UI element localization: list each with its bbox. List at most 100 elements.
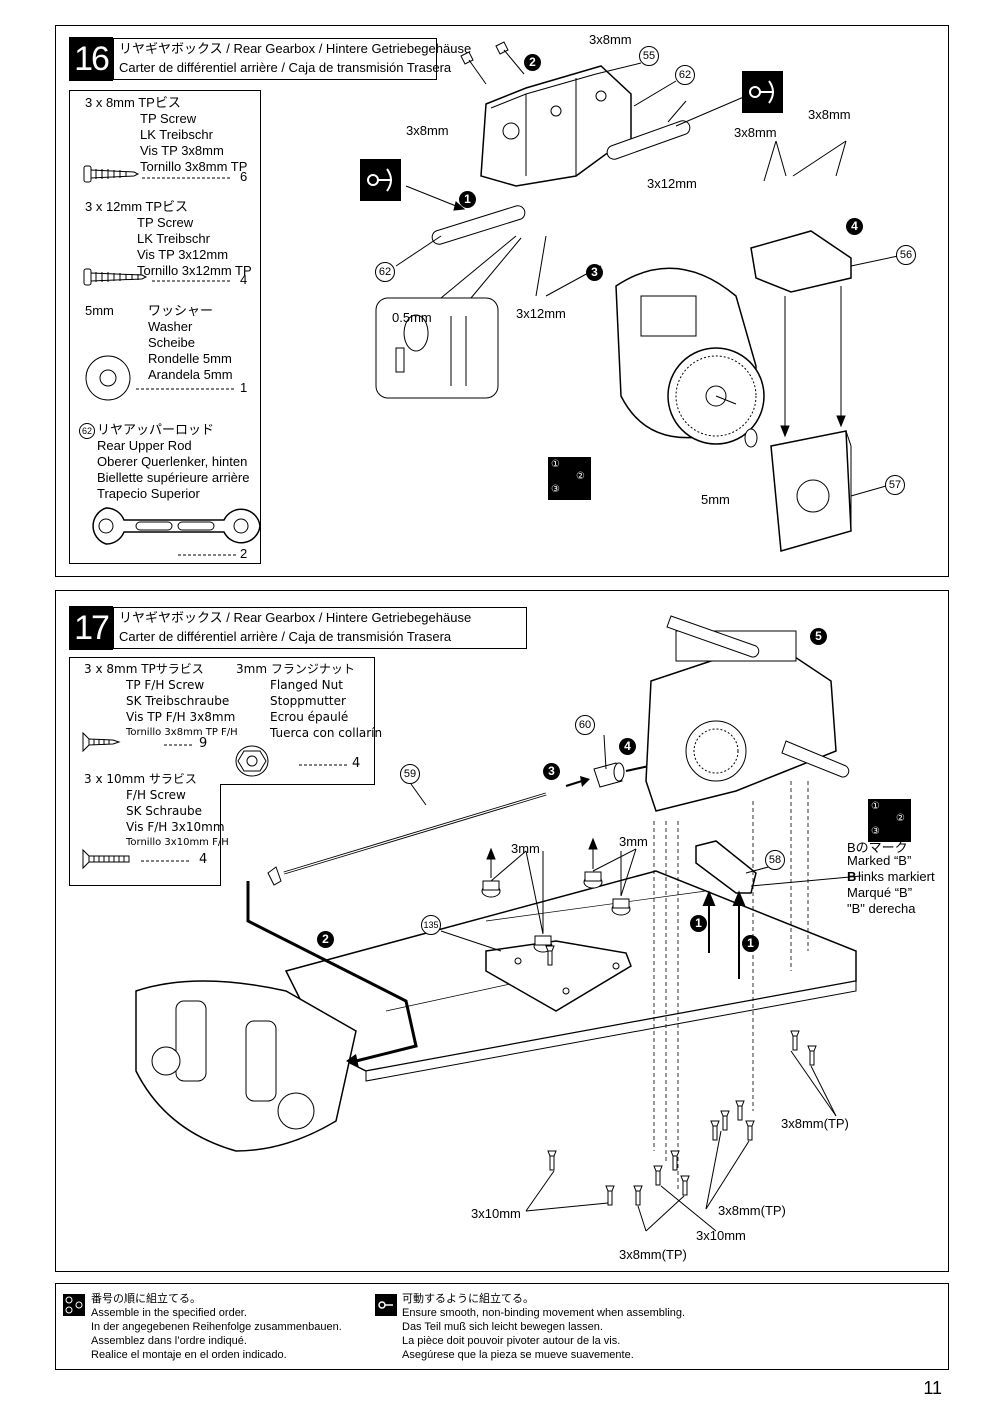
gearbox-assembly-drawing <box>375 41 899 552</box>
step-title: リヤギヤボックス / Rear Gearbox / Hintere Getrie… <box>113 38 472 80</box>
nut-size-label: 3mm <box>619 834 648 849</box>
sequence-number: 3 <box>586 264 603 281</box>
screw-size-label: 3x10mm <box>471 1206 521 1221</box>
part-desc: Oberer Querlenker, hinten <box>97 454 248 469</box>
screw-size-label: 3x12mm <box>516 306 566 321</box>
part-desc: Flanged Nut <box>270 678 343 692</box>
legend-text: Das Teil muß sich leicht bewegen lassen. <box>402 1321 603 1333</box>
parts-list-box <box>69 657 375 785</box>
pivot-icon <box>742 71 783 113</box>
part-desc: Vis TP F/H 3x8mm <box>126 710 236 724</box>
gap-label: 0.5mm <box>392 310 432 325</box>
part-desc: Scheibe <box>148 335 195 350</box>
step-16-panel: 16 リヤギヤボックス / Rear Gearbox / Hintere Get… <box>55 25 949 577</box>
part-name: 3mm フランジナット <box>236 662 355 676</box>
screw-size-label: 3x8mm <box>808 107 851 122</box>
legend-footer: 番号の順に組立てる。 Assemble in the specified ord… <box>55 1283 949 1370</box>
part-desc: SK Treibschraube <box>126 694 230 708</box>
parts-list-box: 3 x 8mm TPビス TP Screw LK Treibschr Vis T… <box>69 90 261 564</box>
sequence-number: 1 <box>459 191 476 208</box>
part-callout: 135 <box>421 915 441 935</box>
sequence-number: 2 <box>317 931 334 948</box>
part-callout: 62 <box>675 65 695 85</box>
part-desc: Rear Upper Rod <box>97 438 192 453</box>
part-desc: Biellette supérieure arrière <box>97 470 250 485</box>
part-desc: SK Schraube <box>126 804 203 818</box>
upper-rod-icon <box>92 507 261 545</box>
step-title: リヤギヤボックス / Rear Gearbox / Hintere Getrie… <box>113 607 527 649</box>
tp-screw-icon <box>83 268 148 286</box>
order-icon: ① ② ③ <box>868 799 911 842</box>
pivot-icon <box>360 159 401 201</box>
part-desc: Tornillo 3x12mm TP <box>137 263 252 278</box>
part-qty: 4 <box>240 272 248 287</box>
part-callout: 62 <box>375 262 395 282</box>
part-name: 3 x 10mm サラビス <box>84 772 197 786</box>
screw-size-label: 3x8mm(TP) <box>718 1203 786 1218</box>
part-desc: Vis TP 3x12mm <box>137 247 229 262</box>
legend-text: 番号の順に組立てる。 <box>91 1293 201 1305</box>
part-name: 3 x 12mm TPビス <box>85 199 189 214</box>
part-qty: 9 <box>199 736 208 751</box>
legend-text: La pièce doit pouvoir pivoter autour de … <box>402 1335 621 1347</box>
washer-label: 5mm <box>701 492 730 507</box>
part-desc: Rondelle 5mm <box>148 351 232 366</box>
screw-size-label: 3x8mm <box>734 125 777 140</box>
part-callout: 60 <box>575 715 595 735</box>
part-desc: TP Screw <box>140 111 197 126</box>
part-desc: F/H Screw <box>126 788 186 802</box>
part-desc: Vis F/H 3x10mm <box>126 820 225 834</box>
screw-size-label: 3x8mm(TP) <box>781 1116 849 1131</box>
part-callout: 57 <box>885 475 905 495</box>
legend-text: In der angegebenen Reihenfolge zusammenb… <box>91 1321 342 1333</box>
order-legend-icon <box>63 1294 85 1316</box>
screw-size-label: 3x10mm <box>696 1228 746 1243</box>
step-title-line2: Carter de différentiel arrière / Caja de… <box>119 629 452 644</box>
pivot-legend-icon <box>375 1294 397 1316</box>
part-desc: Tornillo 3x8mm TP <box>140 159 248 174</box>
part-callout: 59 <box>400 764 420 784</box>
parts-list-box-lower <box>69 784 221 886</box>
part-size: 5mm <box>85 303 114 318</box>
part-qty: 4 <box>352 756 361 771</box>
sequence-number: 4 <box>619 738 636 755</box>
part-desc: Trapecio Superior <box>97 486 200 501</box>
screw-size-label: 3x8mm <box>589 32 632 47</box>
part-qty: 2 <box>240 546 248 561</box>
tp-screw-icon <box>83 165 140 183</box>
step-title-line2: Carter de différentiel arrière / Caja de… <box>119 60 452 75</box>
legend-text: Ensure smooth, non-binding movement when… <box>402 1307 686 1319</box>
part-qty: 4 <box>199 852 208 867</box>
sequence-number: 2 <box>524 54 541 71</box>
part-desc: Washer <box>148 319 193 334</box>
order-icon: ① ② ③ <box>548 457 591 500</box>
sequence-number: 1 <box>690 915 707 932</box>
step-title-line1: リヤギヤボックス / Rear Gearbox / Hintere Getrie… <box>119 41 472 56</box>
sequence-number: 4 <box>846 218 863 235</box>
flathead-screw-icon <box>82 731 121 753</box>
flanged-nut-icon <box>235 745 269 777</box>
legend-text: Assemblez dans l’ordre indiqué. <box>91 1335 247 1347</box>
part-desc: Tornillo 3x10mm F/H <box>126 837 229 848</box>
part-callout: 62 <box>79 423 95 439</box>
part-desc: Tornillo 3x8mm TP F/H <box>126 727 238 738</box>
sequence-number: 3 <box>543 763 560 780</box>
part-desc: Arandela 5mm <box>148 367 233 382</box>
step-title-line1: リヤギヤボックス / Rear Gearbox / Hintere Getrie… <box>119 610 472 625</box>
part-qty: 6 <box>240 169 248 184</box>
part-desc: TP F/H Screw <box>126 678 205 692</box>
legend-text: Realice el montaje en el orden indicado. <box>91 1349 287 1361</box>
part-name: 3 x 8mm TPサラビス <box>84 662 204 676</box>
part-desc: リヤアッパーロッド <box>97 422 215 437</box>
page-number: 11 <box>923 1378 942 1398</box>
screw-size-label: 3x12mm <box>647 176 697 191</box>
part-callout: 58 <box>765 850 785 870</box>
part-callout: 55 <box>639 46 659 66</box>
part-desc: Vis TP 3x8mm <box>140 143 224 158</box>
screw-size-label: 3x8mm(TP) <box>619 1247 687 1262</box>
part-name: 3 x 8mm TPビス <box>85 95 181 110</box>
sequence-number: 1 <box>742 935 759 952</box>
step-number: 16 <box>69 37 113 81</box>
part-desc: Ecrou épaulé <box>270 710 349 724</box>
part-desc: LK Treibschr <box>140 127 213 142</box>
